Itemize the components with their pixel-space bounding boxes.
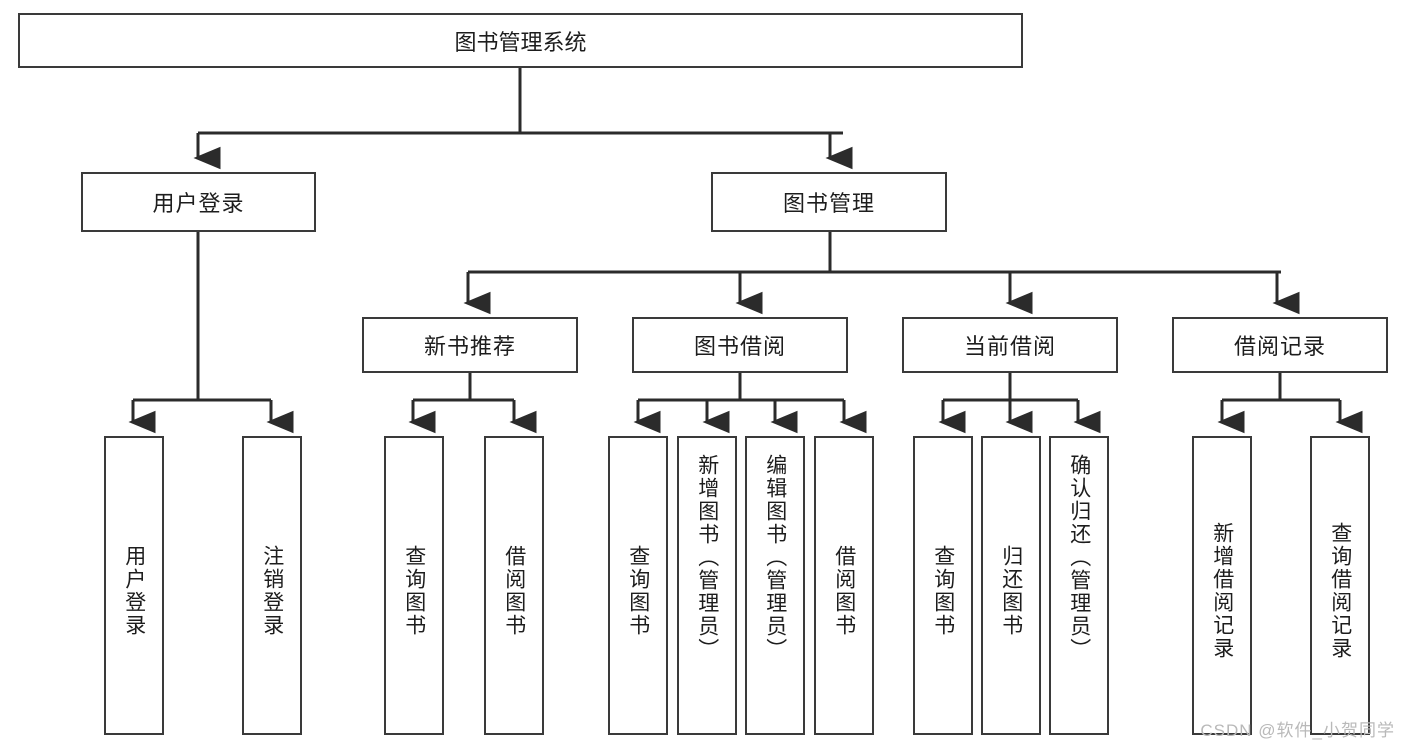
leaf-text-wrap: 新增借阅记录: [1194, 448, 1250, 733]
node-leaf-add-book[interactable]: 新增图书（管理员）: [677, 436, 737, 735]
leaf-text-wrap: 注销登录: [244, 448, 300, 733]
node-leaf-logout-login[interactable]: 注销登录: [242, 436, 302, 735]
node-label: 用户登录: [152, 191, 245, 216]
leaf-text-wrap: 借阅图书: [816, 448, 872, 733]
node-label: 注销登录: [260, 544, 284, 637]
node-current-borrow[interactable]: 当前借阅: [902, 317, 1118, 373]
node-label: 查询借阅记录: [1328, 521, 1352, 660]
leaf-text-wrap: 用户登录: [106, 448, 162, 733]
node-label: 借阅图书: [502, 544, 526, 637]
node-label: 查询图书: [402, 544, 426, 637]
node-label: 图书借阅: [693, 334, 786, 359]
node-book-borrow[interactable]: 图书借阅: [632, 317, 848, 373]
leaf-text-wrap: 归还图书: [983, 448, 1039, 733]
node-label: 新书推荐: [423, 334, 516, 359]
node-leaf-query-borrow-record[interactable]: 查询借阅记录: [1310, 436, 1370, 735]
node-label: 用户登录: [122, 544, 146, 637]
node-leaf-borrow-book-borrow[interactable]: 借阅图书: [814, 436, 874, 735]
leaf-text-wrap: 编辑图书（管理员）: [747, 448, 803, 739]
node-leaf-edit-book[interactable]: 编辑图书（管理员）: [745, 436, 805, 735]
watermark-text: CSDN @软件_小贺同学: [1200, 721, 1395, 740]
leaf-text-wrap: 查询图书: [386, 448, 442, 733]
node-label: 编辑图书（管理员）: [763, 454, 787, 661]
node-leaf-query-book-current[interactable]: 查询图书: [913, 436, 973, 735]
node-root-system[interactable]: 图书管理系统: [18, 13, 1023, 68]
node-label: 查询图书: [931, 544, 955, 637]
leaf-text-wrap: 查询图书: [915, 448, 971, 733]
node-leaf-return-book[interactable]: 归还图书: [981, 436, 1041, 735]
node-label: 借阅记录: [1233, 334, 1326, 359]
node-borrow-record[interactable]: 借阅记录: [1172, 317, 1388, 373]
leaf-text-wrap: 确认归还（管理员）: [1051, 448, 1107, 739]
node-label: 归还图书: [999, 544, 1023, 637]
node-label: 查询图书: [626, 544, 650, 637]
node-book-manage[interactable]: 图书管理: [711, 172, 947, 232]
node-label: 新增借阅记录: [1210, 521, 1234, 660]
leaf-text-wrap: 借阅图书: [486, 448, 542, 733]
node-leaf-confirm-return[interactable]: 确认归还（管理员）: [1049, 436, 1109, 735]
node-label: 确认归还（管理员）: [1067, 454, 1091, 661]
node-leaf-user-login[interactable]: 用户登录: [104, 436, 164, 735]
leaf-text-wrap: 查询图书: [610, 448, 666, 733]
leaf-text-wrap: 新增图书（管理员）: [679, 448, 735, 739]
node-label: 新增图书（管理员）: [695, 454, 719, 661]
node-label: 借阅图书: [832, 544, 856, 637]
node-label: 图书管理系统: [454, 29, 587, 55]
node-leaf-add-borrow-record[interactable]: 新增借阅记录: [1192, 436, 1252, 735]
node-new-book-recommend[interactable]: 新书推荐: [362, 317, 578, 373]
node-leaf-query-book-borrow[interactable]: 查询图书: [608, 436, 668, 735]
leaf-text-wrap: 查询借阅记录: [1312, 448, 1368, 733]
node-label: 当前借阅: [963, 334, 1056, 359]
node-leaf-query-book-recommend[interactable]: 查询图书: [384, 436, 444, 735]
node-label: 图书管理: [782, 191, 875, 216]
node-user-login[interactable]: 用户登录: [81, 172, 316, 232]
node-leaf-borrow-book-recommend[interactable]: 借阅图书: [484, 436, 544, 735]
